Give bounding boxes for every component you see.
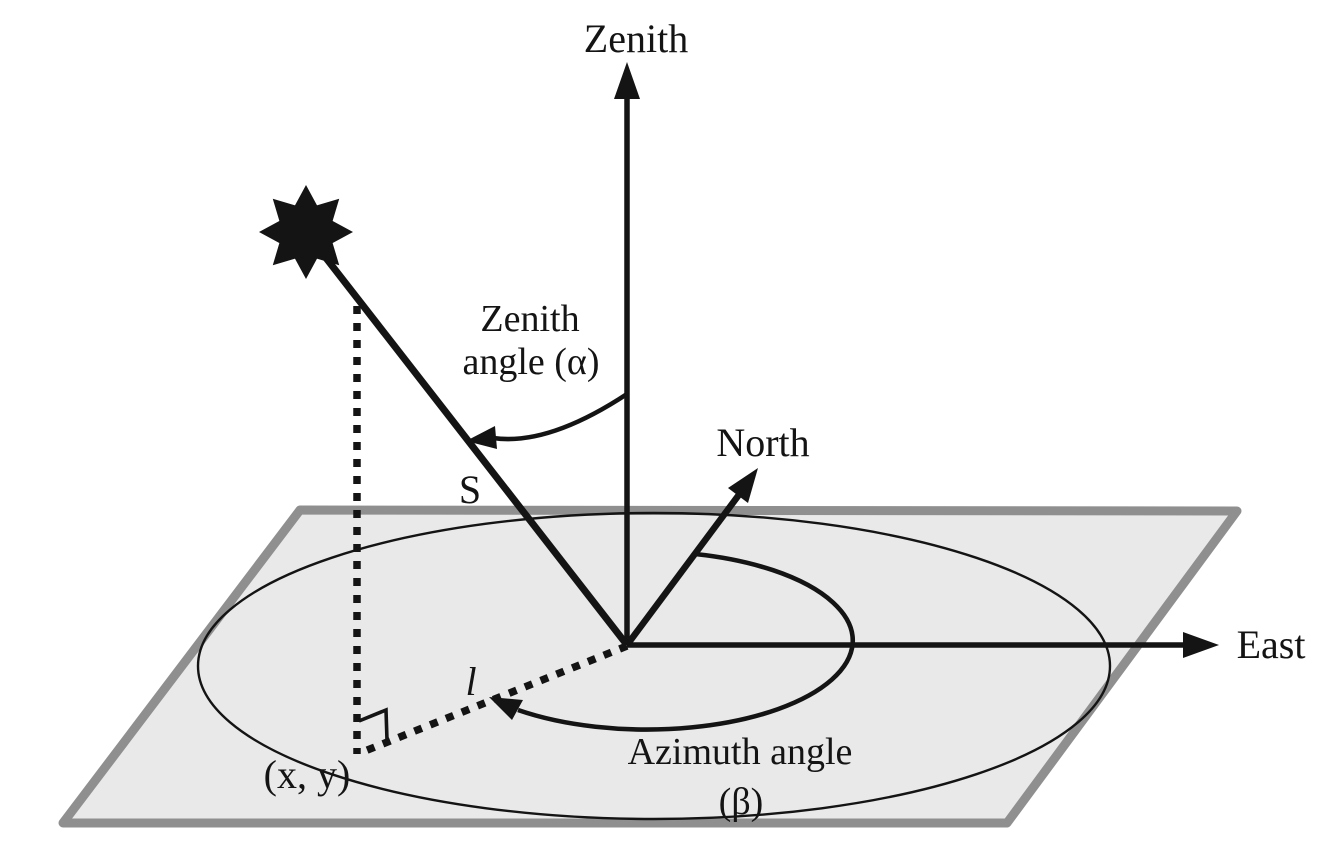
azimuth-arc-arrowhead-icon bbox=[489, 697, 523, 720]
east-axis-arrowhead-icon bbox=[1183, 632, 1219, 658]
projection-point-label: (x, y) bbox=[264, 752, 351, 797]
sun-vector-label: S bbox=[459, 467, 481, 512]
zenith-arc-arrowhead-icon bbox=[466, 426, 497, 449]
zenith-axis-arrowhead-icon bbox=[614, 62, 640, 99]
sun-ray-line bbox=[309, 237, 630, 648]
horizon-circle bbox=[196, 511, 1112, 821]
right-angle-marker bbox=[358, 707, 389, 741]
azimuth-angle-label-line1: Azimuth angle bbox=[628, 731, 853, 773]
east-axis-label: East bbox=[1237, 622, 1306, 667]
zenith-angle-label-line1: Zenith bbox=[480, 298, 579, 340]
azimuth-angle-arc bbox=[517, 551, 856, 732]
zenith-angle-label-line2: angle (α) bbox=[462, 341, 599, 383]
zenith-axis-label: Zenith bbox=[584, 16, 688, 61]
north-axis-line bbox=[624, 490, 744, 647]
north-axis-label: North bbox=[716, 420, 809, 465]
projection-vector-label: l bbox=[465, 659, 476, 704]
zenith-angle-arc bbox=[492, 392, 629, 442]
sun-icon bbox=[259, 185, 353, 279]
horizontal-plane bbox=[58, 505, 1242, 828]
north-axis-arrowhead-icon bbox=[728, 468, 758, 503]
horizontal-projection-dotted-line bbox=[358, 642, 629, 757]
azimuth-angle-label-line2: (β) bbox=[719, 781, 764, 823]
